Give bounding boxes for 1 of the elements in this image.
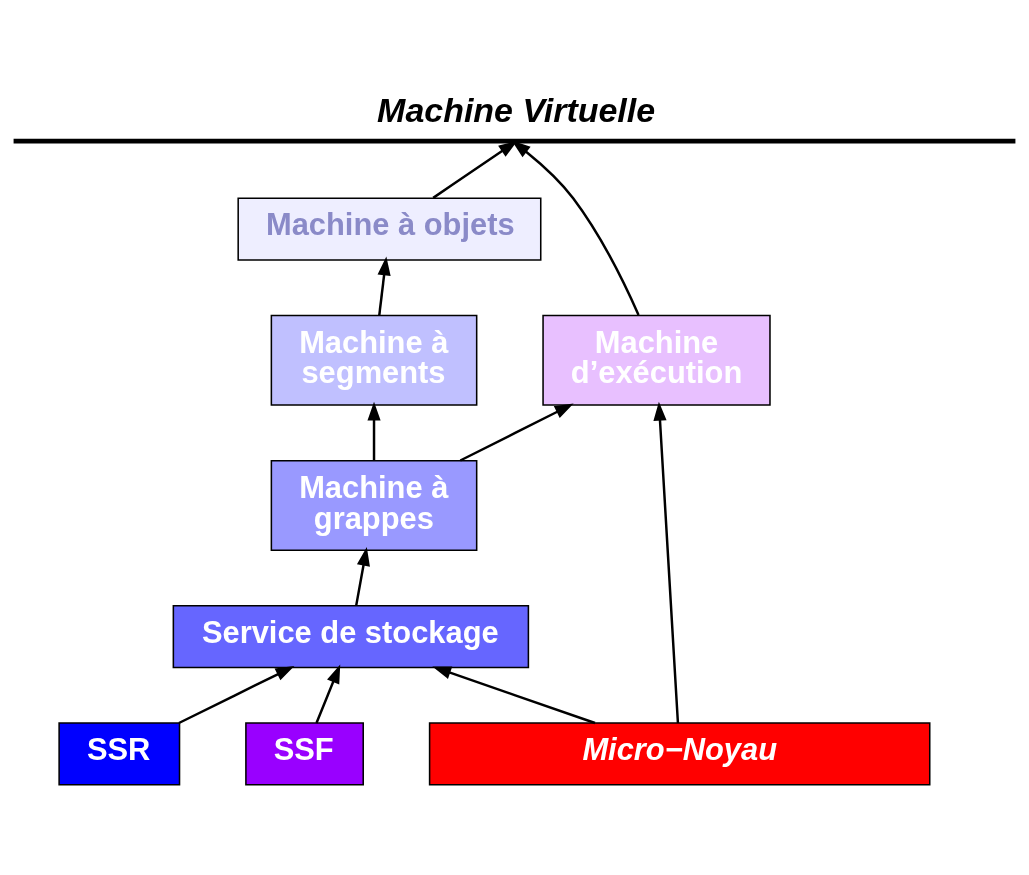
diagram-title: Machine Virtuelle [377,90,656,129]
